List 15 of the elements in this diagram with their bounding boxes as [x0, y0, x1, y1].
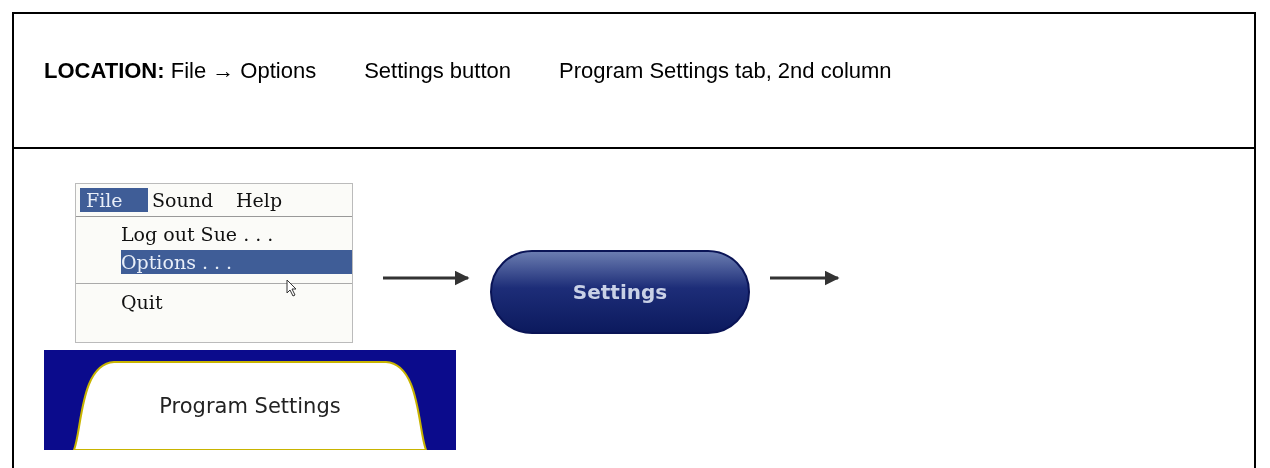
tab-label: Program Settings — [158, 394, 342, 418]
location-text: Settings button — [364, 58, 511, 83]
menu-item: Sound — [152, 188, 214, 212]
arrow — [383, 270, 470, 286]
settings-button: Settings — [490, 250, 750, 334]
arrow — [770, 270, 840, 286]
location-text: LOCATION: File → Options — [44, 58, 317, 83]
tab-screenshot — [44, 350, 456, 450]
menu-item: Options . . . — [121, 250, 352, 274]
location-text: Program Settings tab, 2nd column — [558, 58, 892, 83]
menu-item: Help — [236, 188, 283, 212]
menu-item: Log out Sue . . . — [121, 222, 274, 246]
menu-screenshot — [75, 183, 353, 343]
menu-item: File — [80, 188, 148, 212]
menu-item: Quit — [121, 290, 163, 314]
